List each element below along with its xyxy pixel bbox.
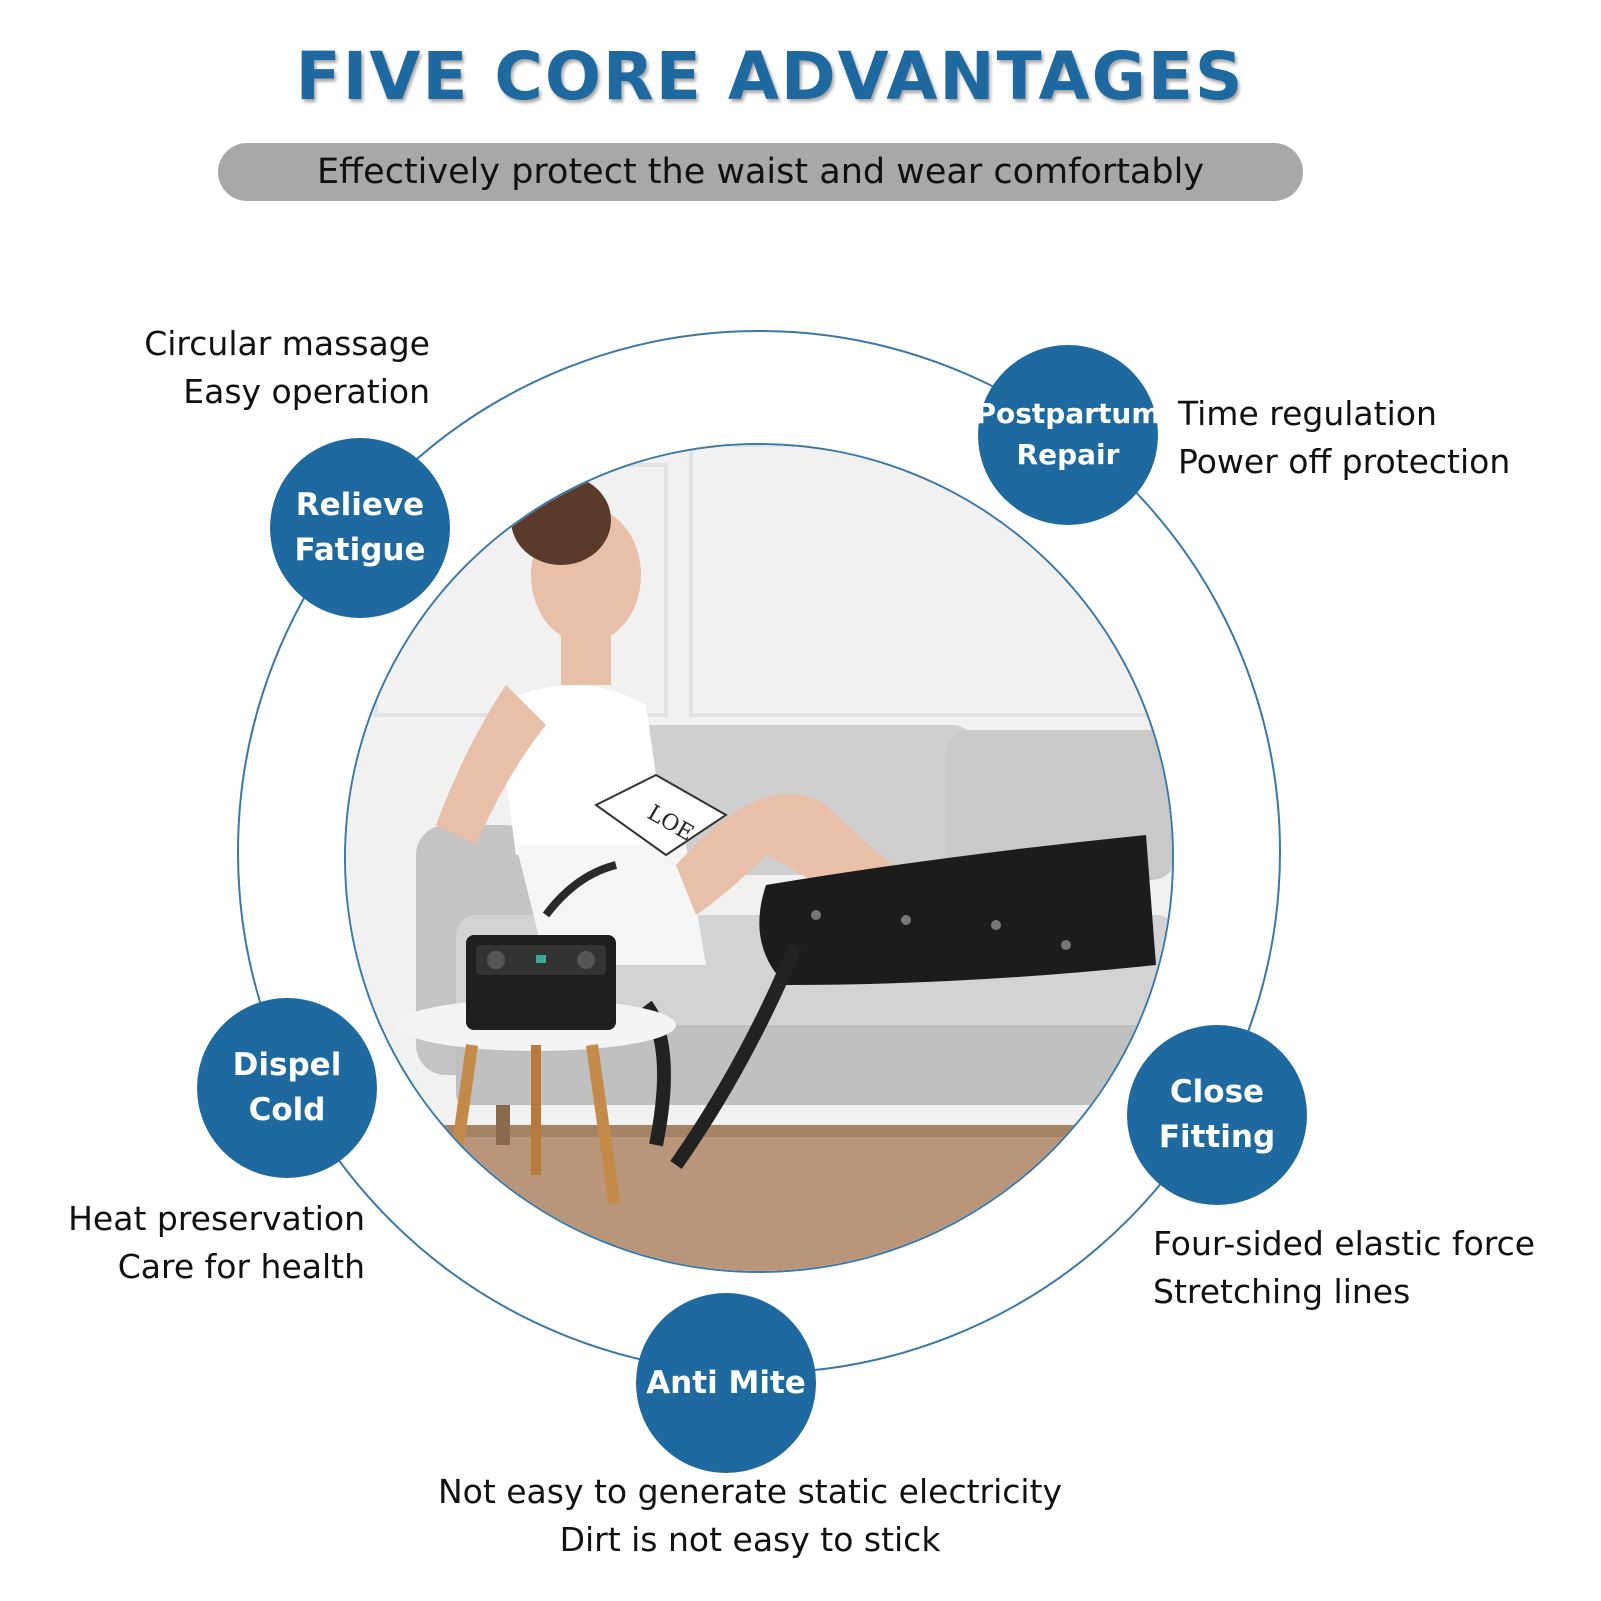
badge-anti-mite: Anti Mite	[636, 1293, 816, 1473]
desc-line: Care for health	[117, 1246, 365, 1286]
badge-label: Relieve	[295, 487, 425, 524]
badge-label: Repair	[1016, 438, 1120, 471]
desc-line: Time regulation	[1178, 394, 1437, 433]
badge-label: Anti Mite	[646, 1364, 806, 1401]
badge-label: Cold	[248, 1092, 326, 1128]
page-title: FIVE CORE ADVANTAGES	[295, 38, 1245, 115]
desc-close-fitting: Four-sided elastic force Stretching line…	[1153, 1220, 1593, 1316]
desc-dispel-cold: Heat preservation Care for health	[20, 1195, 365, 1291]
badge-label: Fatigue	[294, 532, 426, 568]
desc-line: Stretching lines	[1153, 1271, 1411, 1311]
desc-line: Not easy to generate static electricity	[437, 1472, 1063, 1511]
subtitle-banner: Effectively protect the waist and wear c…	[218, 143, 1303, 201]
badge-close-fitting: Close Fitting	[1127, 1025, 1307, 1205]
desc-line: Heat preservation	[68, 1199, 365, 1238]
badge-label: Fitting	[1158, 1119, 1276, 1155]
product-photo-illustration: LOE	[346, 445, 1172, 1271]
desc-anti-mite: Not easy to generate static electricity …	[360, 1468, 1140, 1564]
desc-line: Four-sided elastic force	[1153, 1224, 1536, 1263]
product-photo: LOE	[346, 445, 1172, 1271]
desc-line: Easy operation	[183, 371, 430, 411]
badge-postpartum-repair: Postpartum Repair	[975, 345, 1161, 525]
badge-label: Close	[1169, 1074, 1265, 1111]
desc-line: Dirt is not easy to stick	[559, 1519, 941, 1559]
desc-relieve-fatigue: Circular massage Easy operation	[80, 320, 430, 416]
badge-label: Postpartum	[975, 397, 1161, 431]
badge-dispel-cold: Dispel Cold	[197, 998, 377, 1178]
desc-line: Power off protection	[1178, 441, 1511, 481]
desc-postpartum-repair: Time regulation Power off protection	[1178, 390, 1578, 486]
desc-line: Circular massage	[144, 324, 430, 363]
badge-label: Dispel	[232, 1047, 342, 1084]
badge-relieve-fatigue: Relieve Fatigue	[270, 438, 450, 618]
